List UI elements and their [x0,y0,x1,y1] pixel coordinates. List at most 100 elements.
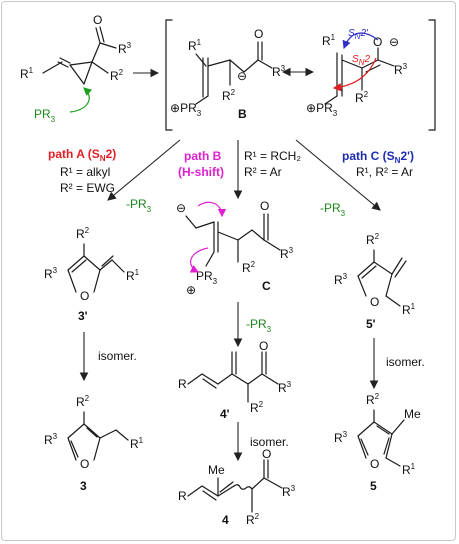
bond [111,259,125,273]
bond [67,437,77,461]
c3p-r3: R3 [44,266,58,281]
c4-r2: R2 [246,512,260,527]
path-a-reagent: -PR3 [126,197,152,214]
o-label: O [93,13,102,27]
path-a-title: path A (SN2) [48,147,116,163]
path-b-condition-2: R² = Ar [244,165,282,179]
c4p-r2: R2 [250,400,264,415]
c3p-o: O [80,289,89,303]
intermediate-c-label: C [262,279,271,293]
bond [83,423,101,439]
bond [219,481,234,493]
compound-3-label: 3 [80,479,87,493]
isomer-label-a: isomer. [98,349,137,363]
c3-r1: R1 [130,436,144,451]
bond [231,373,249,385]
compound-5-label: 5 [370,479,377,493]
bond [71,259,87,273]
bond [341,59,363,69]
bond [251,477,265,490]
bond [324,95,338,105]
bond [373,421,393,435]
c3-o: O [80,457,89,471]
c5p-r3: R3 [334,272,348,287]
c5p-r1: R1 [402,302,416,317]
compound-4-prime: R O R3 R2 4' [178,339,292,421]
b2-enolate-minus: ⊖ [389,35,399,49]
attack-arrow [69,87,93,113]
bond [202,490,217,501]
pr3-nucleophile-label: PR3 [34,107,56,124]
c5-o: O [370,457,379,471]
wavy-bond [233,484,253,490]
c-minus: ⊖ [176,201,186,215]
c3-r3: R3 [44,432,58,447]
c4-r3: R3 [282,484,296,499]
compound-3-prime: R2 R3 O R1 3' [44,226,140,323]
c3p-r2: R2 [76,226,90,241]
starting-material: R1 O R3 R2 PR3 [20,13,132,124]
b2-r3-label: R3 [394,62,408,77]
c5-r1: R1 [402,462,416,477]
h-shift-arrow-2 [189,247,209,273]
r1-label: R1 [20,66,34,81]
bond [217,231,239,241]
bond [263,239,281,251]
b2-phosphonium-label: ⊕PR3 [306,101,338,118]
intermediate-b-left: R1 O R3 ⊖ R2 ⊕PR3 B [170,27,286,121]
bond [394,260,407,278]
bond [99,429,117,439]
c-plus: ⊕ [186,283,196,297]
c-o: O [260,199,269,213]
c3p-r1: R1 [126,268,140,283]
b-r1-label: R1 [188,38,202,53]
bond [377,59,395,67]
arrow-path-c [295,139,381,211]
left-bracket [165,19,173,131]
bond [201,373,219,385]
bond [217,373,233,385]
bond [187,485,203,497]
c5p-r2: R2 [366,232,380,247]
bond [69,64,85,85]
c-phosphonium: PR3 [196,269,218,286]
compound-4-prime-label: 4' [220,407,230,421]
bond [69,61,93,66]
bond [391,419,405,435]
c5-r3: R3 [334,430,348,445]
b-carbanion-minus: ⊖ [237,69,247,83]
c3-r2: R2 [76,394,90,409]
bond [361,59,379,69]
bond [115,429,129,441]
intermediate-b-right: R1 O ⊖ R3 R2 ⊕PR3 SN2' SN2 [306,28,408,118]
isomer-label-c: isomer. [386,355,425,369]
bond [257,59,273,69]
bond [195,53,207,67]
c-r3: R3 [280,246,294,261]
path-a-condition-1: R¹ = alkyl [60,165,110,179]
b-phosphonium-label: ⊕PR3 [170,101,202,118]
path-b-condition-1: R¹ = RCH₂ [244,149,301,163]
bond [357,261,375,277]
bond [263,477,283,489]
intermediate-c: ⊖ O R3 R2 PR3 ⊕ C [176,199,294,297]
bond [59,57,71,64]
path-b-title: path B [184,149,222,163]
sn2prime-curly-arrow [342,32,379,50]
c4p-r: R [178,377,187,391]
bond [385,273,393,297]
c5-me: Me [404,407,421,421]
bond [83,61,93,85]
compound-4-label: 4 [222,513,229,527]
bond [93,437,101,461]
c-r2: R2 [242,260,256,275]
compound-5: R2 Me R3 O R1 5 [334,392,421,493]
compound-3: R2 R3 O R1 3 [44,394,144,493]
bond [261,373,279,385]
bond [93,269,101,293]
bond [251,229,265,241]
bond [86,427,98,438]
path-c-reagent: -PR3 [320,201,346,218]
